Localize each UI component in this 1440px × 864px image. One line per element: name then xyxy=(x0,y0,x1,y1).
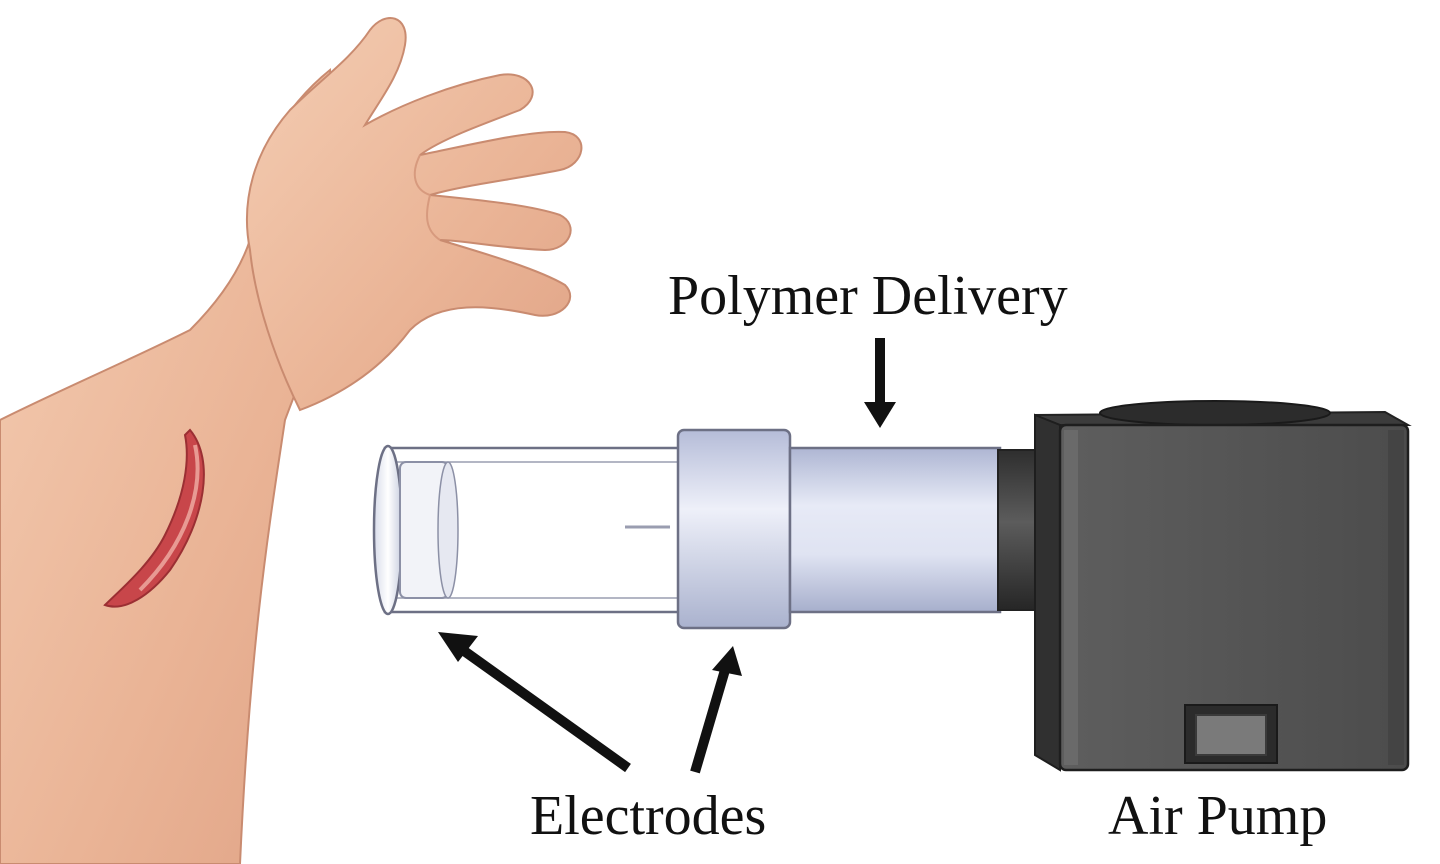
electrode-arrow-right-head xyxy=(712,646,742,676)
pump-front xyxy=(1058,423,1410,772)
pump-edge-right xyxy=(1388,430,1404,765)
pump-top-cap xyxy=(1099,400,1331,426)
annotation-arrows xyxy=(438,338,896,774)
air-pump-label: Air Pump xyxy=(1108,785,1328,847)
polymer-delivery-label: Polymer Delivery xyxy=(668,265,1068,327)
arm-illustration xyxy=(0,17,583,864)
polymer-arrow-head xyxy=(864,402,896,428)
finger-crease xyxy=(413,154,441,241)
clear-tube xyxy=(372,444,687,616)
air-pump xyxy=(1034,400,1412,772)
pump-edge-left xyxy=(1064,430,1078,765)
electrode-arrow-left-shaft xyxy=(457,643,631,773)
tube-opening-rim xyxy=(372,444,404,616)
wound-edge xyxy=(138,444,200,592)
inner-electrode-face xyxy=(437,461,459,599)
pump-side xyxy=(1034,413,1061,772)
electrodes-label: Electrodes xyxy=(530,785,767,847)
power-switch-rocker xyxy=(1195,714,1267,756)
collar-electrode xyxy=(676,428,792,630)
electrode-arrow-left-head xyxy=(438,632,478,662)
polymer-delivery-tube xyxy=(788,446,1002,614)
electrode-arrow-right-shaft xyxy=(690,668,730,774)
palm xyxy=(246,17,583,412)
